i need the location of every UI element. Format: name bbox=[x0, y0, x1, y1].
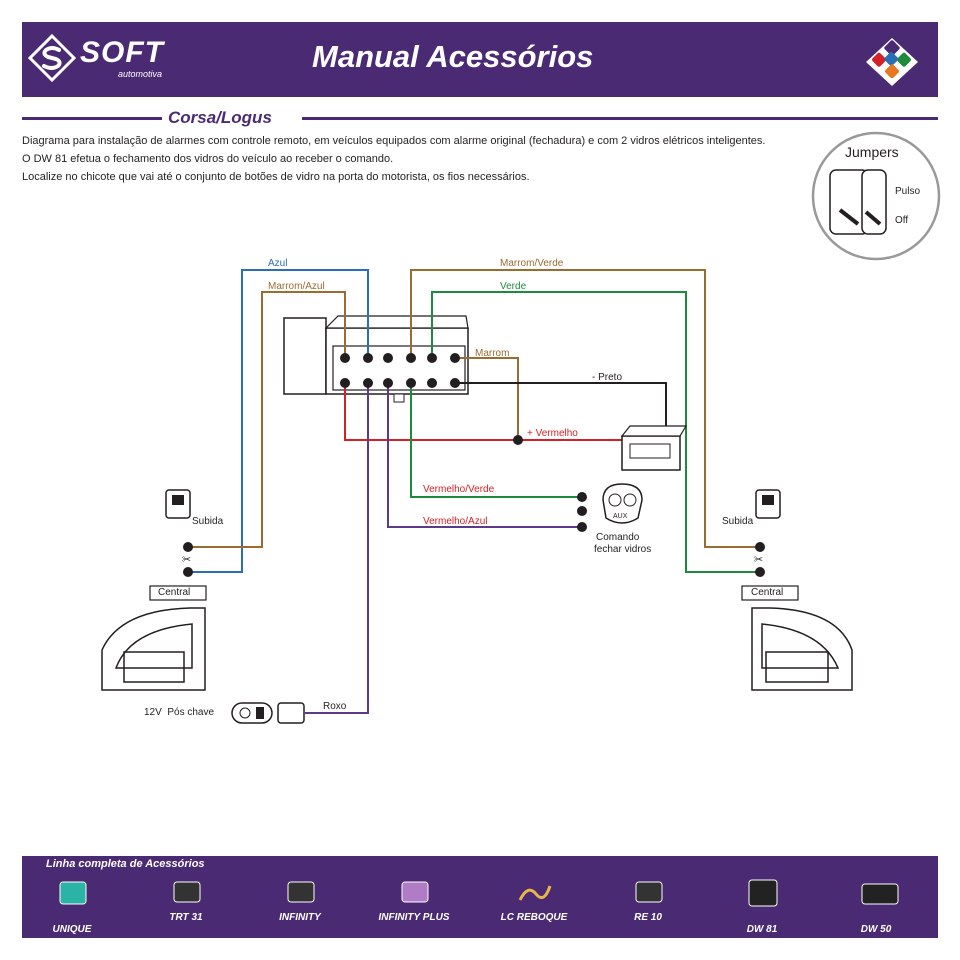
product-label: DW 81 bbox=[746, 924, 778, 935]
product-label: TRT 31 bbox=[169, 912, 203, 923]
wire-label-roxo: Roxo bbox=[323, 701, 347, 712]
door-left-icon bbox=[101, 607, 206, 691]
window-switch-left-icon bbox=[165, 489, 191, 519]
wire-label-vermelho: + Vermelho bbox=[527, 428, 578, 439]
wire-label-marrom: Marrom bbox=[475, 348, 510, 359]
fechar-vidros-label: fechar vidros bbox=[594, 544, 652, 555]
product-label: LC REBOQUE bbox=[500, 912, 568, 923]
window-switch-right-icon bbox=[755, 489, 781, 519]
module-icon bbox=[861, 883, 899, 905]
product-dw81: DW 81 bbox=[712, 864, 812, 938]
harness-icon bbox=[518, 885, 552, 901]
module-icon bbox=[59, 881, 87, 905]
wire-label-marrom-verde: Marrom/Verde bbox=[500, 258, 564, 269]
page-title: Manual Acessórios bbox=[312, 39, 594, 74]
wire-azul bbox=[188, 269, 369, 573]
section-title: Corsa/Logus bbox=[168, 108, 272, 127]
intro-line-2: O DW 81 efetua o fechamento dos vidros d… bbox=[22, 153, 394, 165]
scissors-left-icon: ✂ bbox=[182, 553, 191, 566]
product-re10: RE 10 bbox=[598, 864, 698, 938]
intro-line-3: Localize no chicote que vai até o conjun… bbox=[22, 171, 530, 183]
wire-marrom-verde bbox=[410, 269, 760, 548]
wire-label-vermelho-azul: Vermelho/Azul bbox=[423, 516, 488, 527]
wire-label-verde: Verde bbox=[500, 281, 527, 292]
wire-label-marrom-azul: Marrom/Azul bbox=[268, 281, 325, 292]
central-right-box bbox=[741, 585, 799, 601]
footer-title: Linha completa de Acessórios bbox=[46, 858, 205, 870]
remote-control-icon bbox=[602, 483, 643, 524]
battery-icon bbox=[620, 425, 688, 471]
module-icon bbox=[635, 881, 663, 903]
central-left-label: Central bbox=[158, 587, 191, 598]
wire-marrom bbox=[455, 357, 519, 440]
door-right-icon bbox=[751, 607, 853, 691]
ignition-label: 12V Pós chave bbox=[144, 707, 215, 718]
product-label: INFINITY bbox=[279, 912, 321, 923]
central-left-box bbox=[149, 585, 207, 601]
product-unique: UNIQUE bbox=[22, 864, 122, 938]
wire-label-azul: Azul bbox=[268, 258, 288, 269]
product-label: RE 10 bbox=[634, 912, 662, 923]
subida-left-label: Subida bbox=[192, 516, 224, 527]
product-infinity: INFINITY bbox=[250, 864, 350, 938]
wire-marrom-azul bbox=[188, 291, 346, 548]
connector-pins bbox=[183, 353, 765, 577]
scissors-right-icon: ✂ bbox=[754, 553, 763, 566]
module-icon bbox=[748, 879, 778, 907]
wire-vermelho-verde bbox=[410, 383, 582, 498]
product-label: UNIQUE bbox=[52, 924, 92, 935]
section-rule-left bbox=[22, 117, 162, 120]
product-lc-reboque: LC REBOQUE bbox=[484, 864, 584, 938]
product-dw50: DW 50 bbox=[826, 864, 926, 938]
subida-right-label: Subida bbox=[722, 516, 754, 527]
product-label: DW 50 bbox=[860, 924, 892, 935]
soft-logo-icon bbox=[28, 34, 76, 82]
product-label: INFINITY PLUS bbox=[378, 912, 450, 923]
main-connector bbox=[283, 315, 469, 403]
wire-preto bbox=[455, 382, 667, 432]
ignition-key-icon bbox=[231, 702, 305, 724]
section-rule-right bbox=[302, 117, 938, 120]
header-banner: SOFT automotiva Manual Acessórios bbox=[22, 22, 938, 97]
accessories-icons bbox=[866, 38, 918, 86]
wire-vermelho bbox=[344, 383, 626, 441]
product-infinity-plus: INFINITY PLUS bbox=[364, 864, 464, 938]
jumper-off-label: Off bbox=[895, 215, 909, 226]
jumper-pulso-label: Pulso bbox=[895, 186, 921, 197]
product-trt31: TRT 31 bbox=[136, 864, 236, 938]
wire-vermelho-azul bbox=[387, 383, 582, 528]
jumpers-diagram bbox=[811, 131, 941, 261]
module-icon bbox=[287, 881, 315, 903]
central-right-label: Central bbox=[751, 587, 784, 598]
brand-name: SOFT bbox=[80, 36, 164, 69]
product-line-footer: Linha completa de Acessórios UNIQUE TRT … bbox=[22, 856, 938, 938]
wire-verde bbox=[431, 291, 760, 573]
wire-label-preto: - Preto bbox=[592, 372, 623, 383]
intro-line-1: Diagrama para instalação de alarmes com … bbox=[22, 135, 766, 147]
wire-label-vermelho-verde: Vermelho/Verde bbox=[423, 484, 495, 495]
comando-label: Comando bbox=[596, 532, 640, 543]
module-icon bbox=[173, 881, 201, 903]
brand-subtitle: automotiva bbox=[118, 69, 163, 79]
aux-button-label: AUX bbox=[613, 513, 628, 520]
jumpers-title: Jumpers bbox=[845, 144, 899, 160]
module-icon bbox=[401, 881, 429, 903]
wire-roxo bbox=[305, 383, 369, 714]
